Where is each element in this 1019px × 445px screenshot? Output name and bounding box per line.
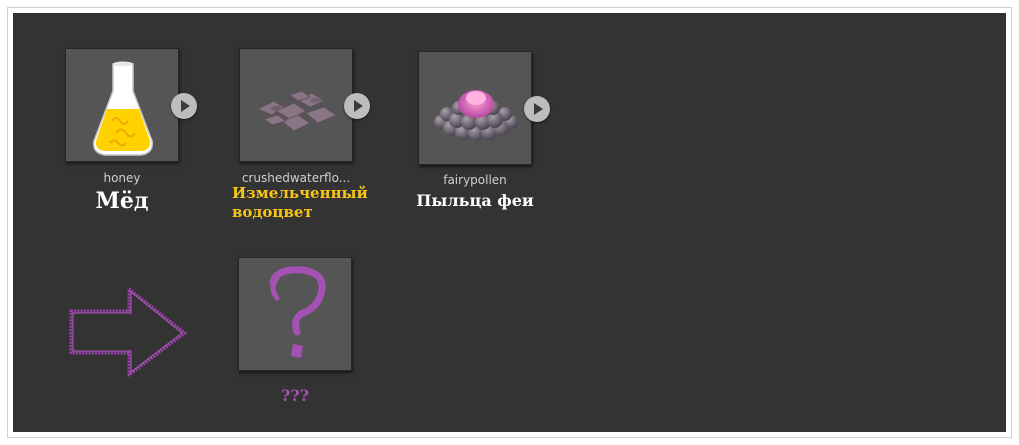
play-button-honey[interactable] <box>171 93 197 119</box>
ingredient-name-honey: Мёд <box>95 188 149 214</box>
result-label: ??? <box>280 386 310 405</box>
honey-flask-icon <box>92 61 154 156</box>
arrow-right-icon <box>69 287 187 377</box>
question-mark-icon <box>269 266 326 358</box>
filename-honey: honey <box>103 171 141 185</box>
ingredient-thumbnail-honey[interactable] <box>65 48 179 162</box>
fairy-pollen-icon <box>434 90 518 141</box>
play-button-crushedwaterflower[interactable] <box>344 93 370 119</box>
ingredient-thumbnail-fairypollen[interactable] <box>418 51 532 165</box>
play-button-fairypollen[interactable] <box>524 96 550 122</box>
ingredient-thumbnail-crushedwaterflower[interactable] <box>239 48 353 162</box>
recipe-panel: honey Мёд crushedwaterflo... Измельченны… <box>7 7 1012 438</box>
filename-crushedwaterflower: crushedwaterflo... <box>241 171 351 185</box>
result-thumbnail[interactable] <box>238 257 352 371</box>
ingredient-name-fairypollen: Пыльца феи <box>416 191 534 210</box>
filename-fairypollen: fairypollen <box>443 173 507 187</box>
crushed-waterflower-icon <box>257 90 337 132</box>
ingredient-name-crushedwaterflower: Измельченный водоцвет <box>232 184 368 221</box>
